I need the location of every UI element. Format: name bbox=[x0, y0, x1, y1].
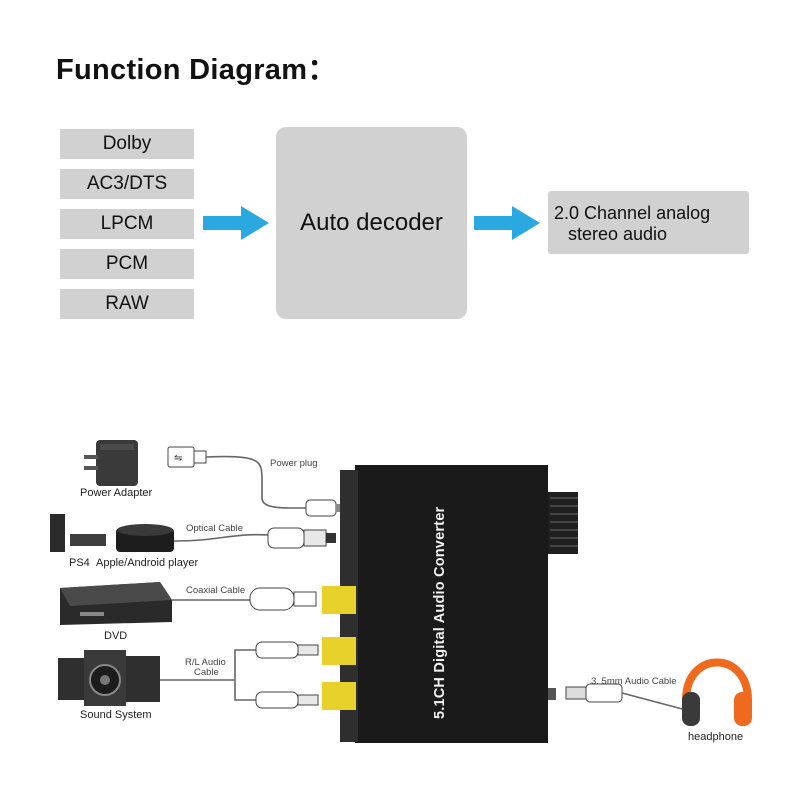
power-adapter-icon bbox=[84, 440, 138, 486]
label-coaxial-cable: Coaxial Cable bbox=[186, 585, 246, 596]
label-ps4: PS4 bbox=[69, 557, 90, 569]
label-media-player: Apple/Android player bbox=[96, 557, 199, 569]
media-player-icon bbox=[116, 524, 174, 552]
output-line-1: 2.0 Channel analog bbox=[554, 203, 711, 223]
ps4-icon bbox=[50, 514, 106, 552]
label-power-adapter: Power Adapter bbox=[80, 487, 153, 499]
format-dolby: Dolby bbox=[60, 129, 194, 159]
format-ac3-dts: AC3/DTS bbox=[60, 169, 194, 199]
converter-device bbox=[322, 465, 578, 743]
label-sound-system: Sound System bbox=[80, 709, 152, 721]
input-arrow-icon bbox=[203, 206, 269, 240]
auto-decoder-box: Auto decoder bbox=[276, 127, 467, 319]
label-optical-cable: Optical Cable bbox=[186, 523, 244, 534]
headphone-icon bbox=[682, 658, 752, 726]
label-rl-cable: Cable bbox=[194, 667, 219, 678]
format-pcm: PCM bbox=[60, 249, 194, 279]
output-arrow-icon bbox=[474, 206, 540, 240]
sound-system-icon bbox=[58, 650, 160, 706]
diagram-title: Function Diagram： bbox=[56, 54, 337, 86]
label-aux-cable: 3. 5mm Audio Cable bbox=[591, 676, 677, 687]
label-dvd: DVD bbox=[104, 630, 128, 642]
output-line-2: stereo audio bbox=[568, 224, 668, 244]
output-box: 2.0 Channel analog stereo audio bbox=[548, 191, 749, 254]
label-rl-audio: R/L Audio bbox=[185, 657, 226, 668]
label-headphone: headphone bbox=[688, 731, 744, 743]
svg-text:⇋: ⇋ bbox=[174, 453, 182, 464]
format-raw: RAW bbox=[60, 289, 194, 319]
label-power-plug: Power plug bbox=[270, 458, 318, 469]
format-lpcm: LPCM bbox=[60, 209, 194, 239]
device-name: 5.1CH Digital Audio Converter bbox=[432, 506, 448, 720]
usb-plug-icon: ⇋ bbox=[167, 446, 207, 468]
dvd-player-icon bbox=[60, 582, 172, 625]
